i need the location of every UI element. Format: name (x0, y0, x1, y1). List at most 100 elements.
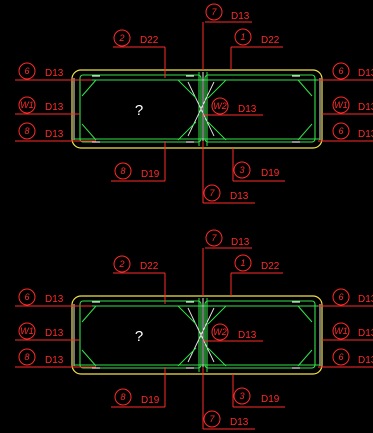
mark-circle (205, 229, 223, 247)
mark-number: 7 (211, 7, 217, 17)
stirrup-right-cell (204, 74, 316, 143)
mark-number: W1 (20, 100, 34, 110)
corner-tie (297, 79, 313, 97)
corner-tie (297, 123, 313, 141)
mark-number: W1 (334, 326, 348, 336)
bar-size-label: D22 (261, 35, 280, 46)
mark-circle (114, 388, 132, 406)
label-left_bot: 8 D13 (15, 122, 96, 142)
mark-number: 6 (24, 66, 29, 76)
bar-size-label: D13 (230, 191, 249, 202)
mark-circle (114, 162, 132, 180)
bar-size-label: D13 (45, 355, 64, 366)
label-left_top: 6 D13 (15, 288, 92, 307)
cross-section-2: ?7D132D221D226D13W1D138D136D13W1D136D13W… (15, 229, 373, 430)
label-bot_right: 3 D19 (232, 148, 285, 182)
bar-size-label: D19 (261, 394, 280, 405)
corner-tie (177, 347, 197, 367)
bar-size-label: D22 (140, 35, 159, 46)
mark-circle (233, 387, 251, 405)
mark-circle (203, 184, 221, 202)
bar-size-label: D13 (238, 104, 257, 115)
bar-size-label: D13 (45, 129, 64, 140)
bar-size-label: D13 (358, 355, 373, 366)
corner-tie (297, 349, 313, 367)
bar-size-label: D19 (141, 395, 160, 406)
bar-size-label: D13 (358, 102, 373, 113)
corner-tie (207, 121, 227, 141)
label-bot_center: 7 D13 (202, 141, 255, 204)
concrete-outline (71, 69, 323, 149)
label-inner_mid: W2 D13 (203, 323, 263, 342)
mark-circle (203, 410, 221, 428)
bar-size-label: D22 (140, 261, 159, 272)
mark-number: 7 (211, 233, 217, 243)
label-bot_right: 3 D19 (232, 374, 285, 408)
bar-size-label: D13 (238, 330, 257, 341)
bar-size-label: D13 (358, 328, 373, 339)
mark-number: 3 (239, 165, 244, 175)
mark-circle (332, 322, 350, 340)
mark-number: 2 (118, 259, 124, 269)
bar-size-label: D13 (358, 129, 373, 140)
mark-number: 6 (24, 292, 29, 302)
mark-circle (18, 62, 36, 80)
mark-number: 8 (24, 126, 29, 136)
mark-circle (205, 3, 223, 21)
corner-tie (177, 79, 197, 99)
unknown-mark: ? (135, 102, 143, 119)
web-tie-diagonal (187, 81, 215, 137)
label-right_mid: W1 D13 (322, 96, 373, 115)
mark-number: W2 (213, 327, 227, 337)
mark-number: W1 (20, 326, 34, 336)
corner-tie (81, 79, 97, 97)
mark-number: 6 (338, 126, 343, 136)
mark-number: 6 (338, 352, 343, 362)
label-right_bot: 6 D13 (318, 122, 373, 142)
mark-number: 6 (338, 292, 343, 302)
mark-circle (113, 255, 131, 273)
web-tie-diagonal (187, 307, 215, 363)
label-left_top: 6 D13 (15, 62, 92, 81)
mark-number: 3 (239, 391, 244, 401)
bar-size-label: D19 (261, 168, 280, 179)
bar-size-label: D19 (141, 169, 160, 180)
mark-number: 8 (24, 352, 29, 362)
corner-tie (207, 305, 227, 325)
label-top_left: 2 D22 (113, 255, 166, 304)
corner-tie (207, 79, 227, 99)
mark-number: 1 (240, 258, 245, 268)
mark-number: 6 (338, 66, 343, 76)
corner-tie (177, 305, 197, 325)
mark-circle (332, 62, 350, 80)
corner-tie (81, 349, 97, 367)
bar-size-label: D13 (45, 294, 64, 305)
mark-circle (332, 96, 350, 114)
mark-number: 7 (209, 188, 215, 198)
mark-circle (234, 28, 252, 46)
mark-number: W2 (213, 101, 227, 111)
unknown-mark: ? (135, 328, 143, 345)
mark-number: 8 (120, 392, 125, 402)
corner-tie (81, 123, 97, 141)
corner-tie (81, 305, 97, 323)
label-right_mid: W1 D13 (322, 322, 373, 341)
bar-size-label: D13 (358, 68, 373, 79)
mark-circle (332, 348, 350, 366)
bar-size-label: D13 (230, 417, 249, 428)
label-right_bot: 6 D13 (318, 348, 373, 368)
mark-circle (18, 288, 36, 306)
bar-size-label: D13 (45, 68, 64, 79)
mark-circle (113, 29, 131, 47)
label-top_right: 1 D22 (230, 28, 283, 70)
mark-number: 1 (240, 32, 245, 42)
mark-circle (18, 322, 36, 340)
mark-circle (18, 96, 36, 114)
mark-number: W1 (334, 100, 348, 110)
cross-section-1: ?7D132D221D226D13W1D138D136D13W1D136D13W… (15, 3, 373, 204)
